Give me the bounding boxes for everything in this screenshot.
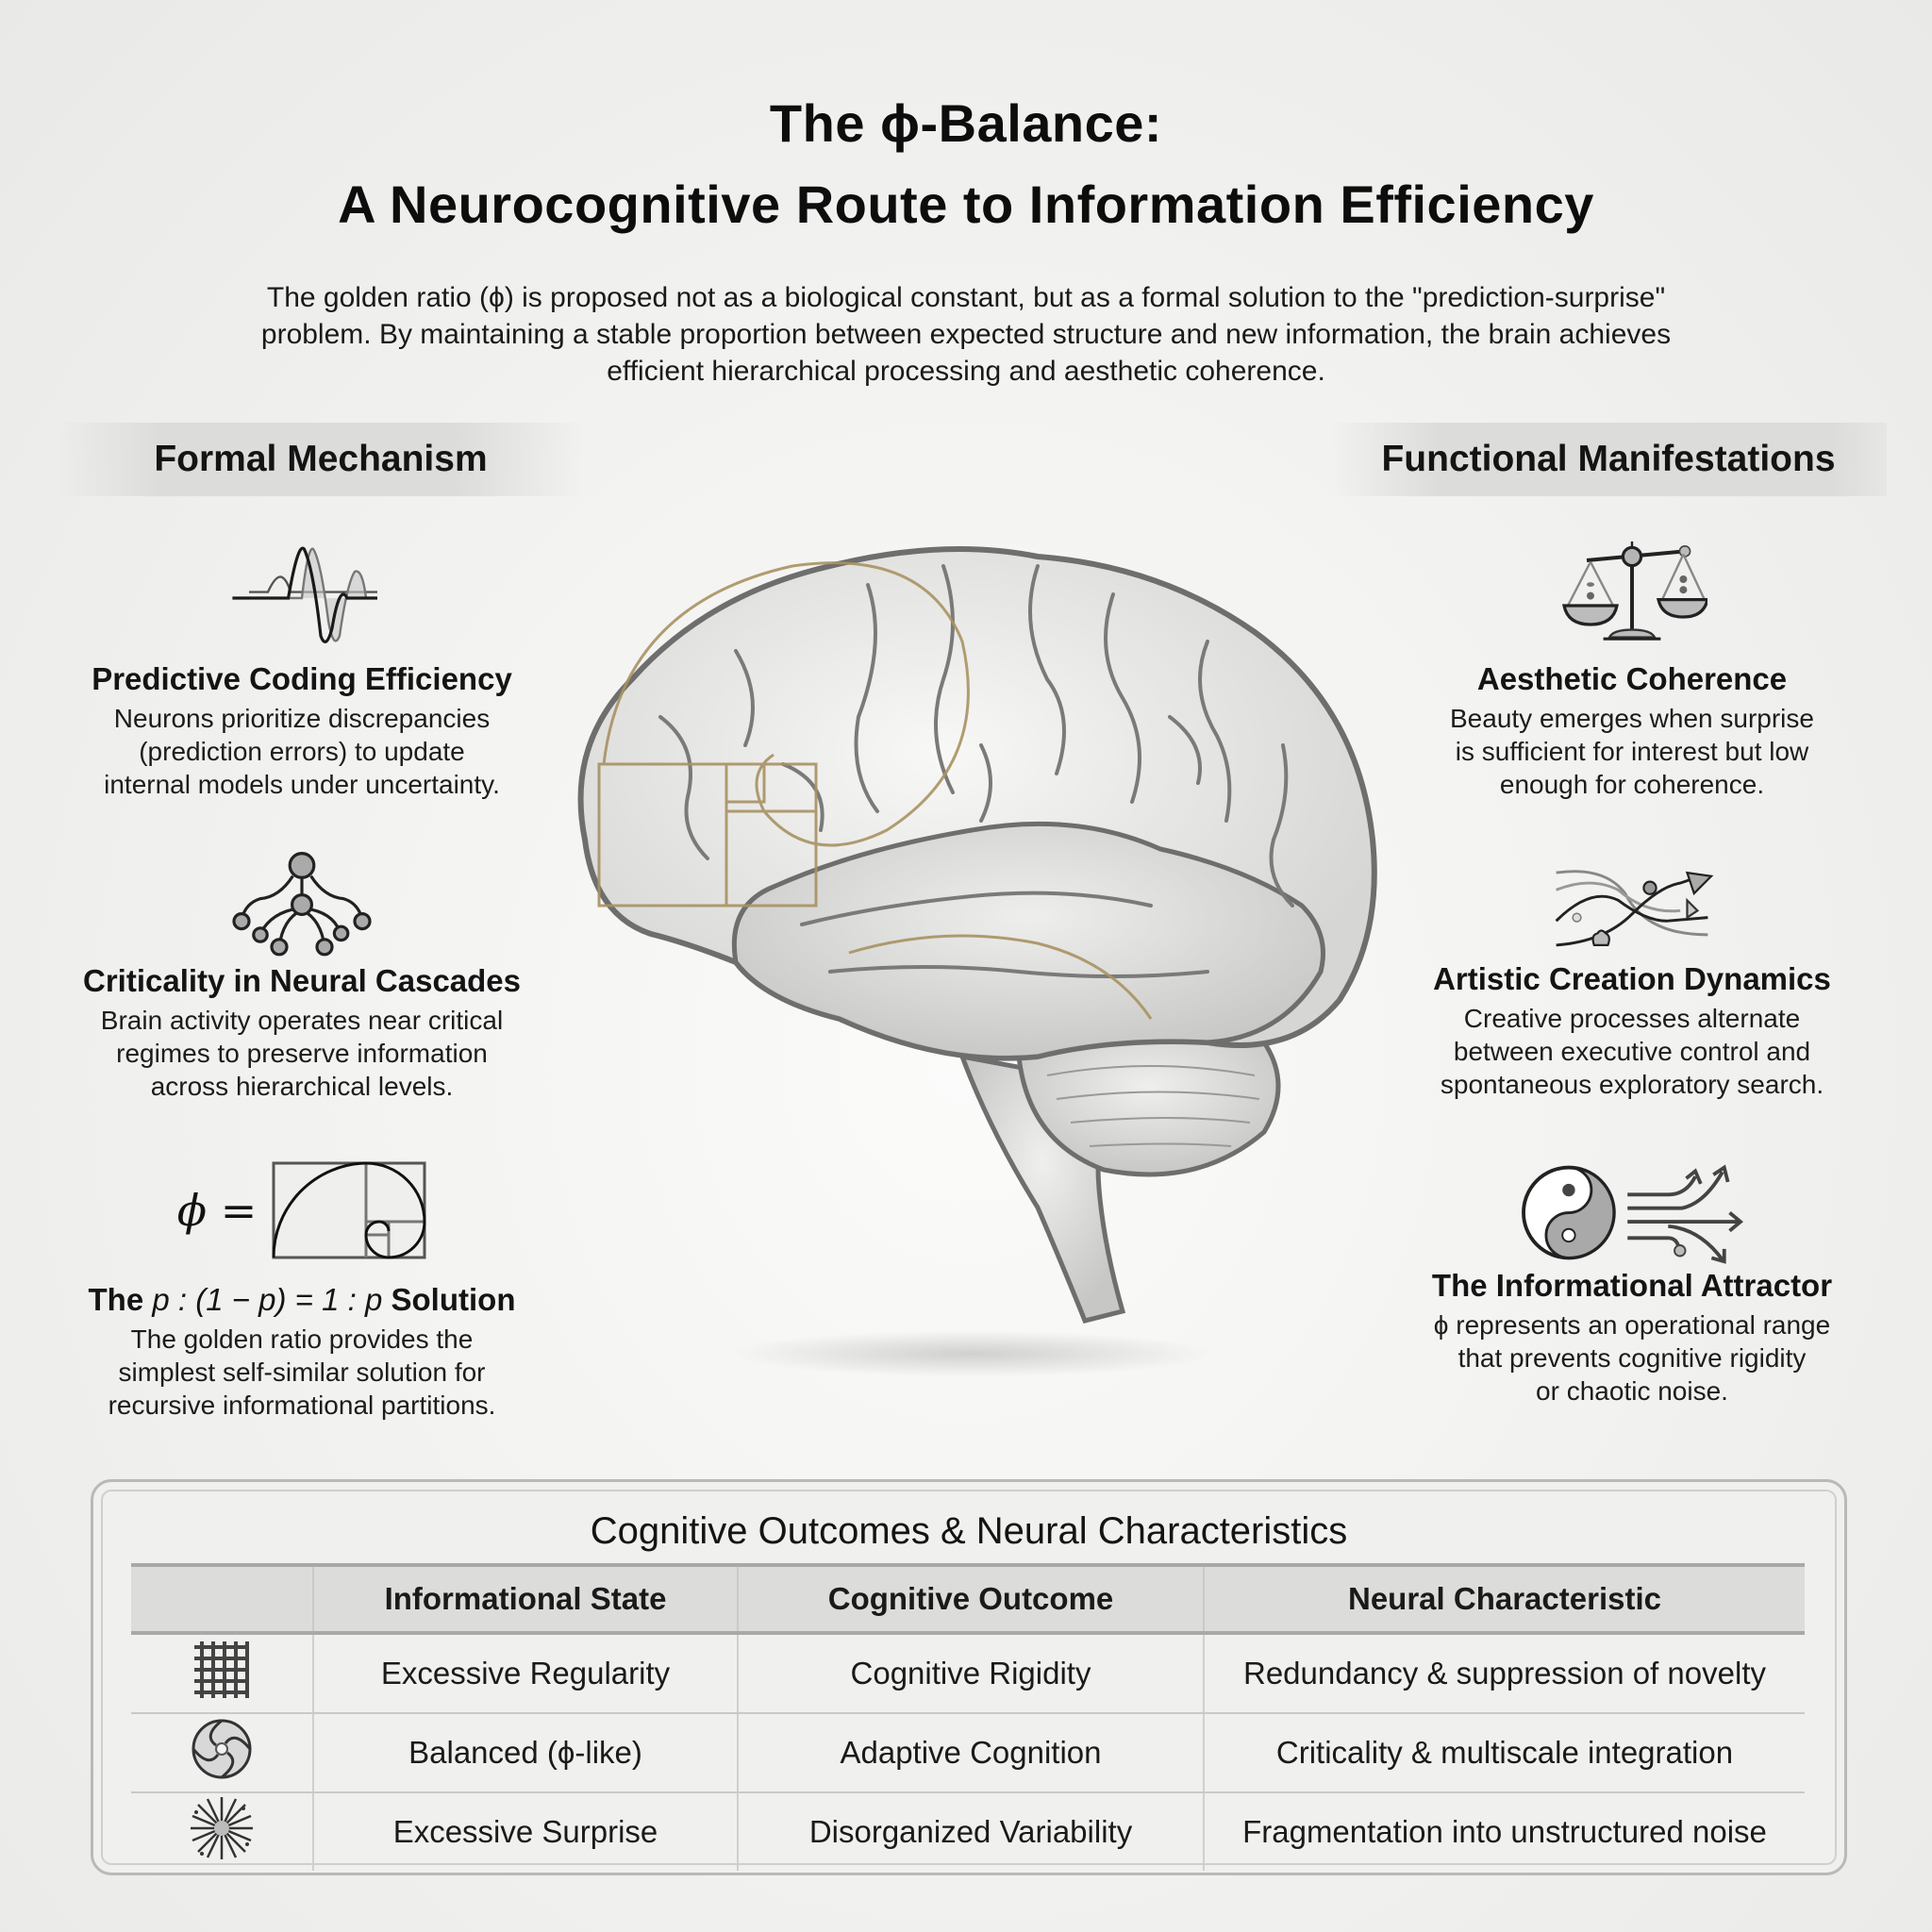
intro-line: The golden ratio (ϕ) is proposed not as … [266,282,1666,313]
feature-description: Brain activity operates near critical re… [100,1006,504,1101]
informational-state-cell: Excessive Surprise [312,1792,738,1871]
cognitive-outcome-cell: Adaptive Cognition [737,1713,1204,1793]
page-title: The ϕ-Balance: A Neurocognitive Route to… [0,83,1932,245]
title-line-1: The ϕ-Balance: [769,93,1163,153]
column-header-cognitive-outcome: Cognitive Outcome [737,1563,1204,1635]
cascade-tree-icon [232,852,372,957]
cognitive-outcome-cell: Cognitive Rigidity [737,1633,1204,1714]
feature-informational-attractor: The Informational Attractor ϕ represents… [1387,1158,1877,1407]
title-line-2: A Neurocognitive Route to Information Ef… [338,175,1594,234]
formula: p : (1 − p) = 1 : p [152,1282,383,1317]
table-row: Excessive Surprise Disorganized Variabil… [131,1792,1805,1871]
formal-mechanism-heading: Formal Mechanism [57,423,585,496]
intro-line: problem. By maintaining a stable proport… [260,319,1672,350]
waveform-icon [232,546,377,643]
feature-title: Predictive Coding Efficiency [92,661,512,696]
burst-icon [191,1797,253,1859]
table-row: Excessive Regularity Cognitive Rigidity … [131,1633,1805,1714]
neural-characteristic-cell: Criticality & multiscale integration [1203,1713,1805,1793]
functional-manifestations-heading: Functional Manifestations [1330,423,1887,496]
column-header-informational-state: Informational State [312,1563,738,1635]
outcomes-table-title: Cognitive Outcomes & Neural Characterist… [590,1510,1348,1552]
informational-state-cell: Balanced (ϕ-like) [312,1713,738,1793]
icon-column-header [131,1563,313,1635]
feature-description: ϕ represents an operational range that p… [1433,1310,1831,1406]
feature-description: Neurons prioritize discrepancies (predic… [104,704,500,799]
brain-shadow [726,1330,1217,1377]
balance-scale-icon [1562,541,1707,641]
feature-title: The Informational Attractor [1431,1268,1833,1303]
column-header-neural-characteristic: Neural Characteristic [1203,1563,1805,1635]
feature-description: Beauty emerges when surprise is sufficie… [1450,704,1814,799]
table-header-row: Informational State Cognitive Outcome Ne… [131,1563,1805,1635]
feature-artistic-creation: Artistic Creation Dynamics Creative proc… [1387,847,1877,1101]
flowing-waves-icon [1555,870,1714,947]
feature-title: The p : (1 − p) = 1 : p Solution [88,1282,516,1317]
swirl-icon [192,1719,252,1779]
feature-criticality: Criticality in Neural Cascades Brain act… [57,840,547,1103]
feature-description: Creative processes alternate between exe… [1440,1004,1824,1099]
row-icon-cell [131,1792,313,1871]
neural-characteristic-cell: Fragmentation into unstructured noise [1203,1792,1805,1871]
intro-line: efficient hierarchical processing and ae… [607,356,1325,387]
phi-equation: ϕ = [57,1158,547,1262]
outcomes-panel: Cognitive Outcomes & Neural Characterist… [91,1479,1847,1875]
feature-title: Criticality in Neural Cascades [82,963,522,998]
outcomes-table: Informational State Cognitive Outcome Ne… [131,1563,1805,1871]
feature-predictive-coding: Predictive Coding Efficiency Neurons pri… [57,528,547,801]
feature-aesthetic-coherence: Aesthetic Coherence Beauty emerges when … [1387,528,1877,801]
informational-state-cell: Excessive Regularity [312,1633,738,1714]
feature-title: Aesthetic Coherence [1476,661,1788,696]
intro-paragraph: The golden ratio (ϕ) is proposed not as … [189,279,1743,390]
neural-characteristic-cell: Redundancy & suppression of novelty [1203,1633,1805,1714]
yin-yang-arrows-icon [1522,1164,1743,1264]
feature-golden-solution: ϕ = The p : (1 − p) = 1 : p Solution The… [57,1158,547,1422]
phi-equals-label: ϕ = [176,1185,258,1236]
grid-icon [194,1641,249,1698]
brain-illustration [577,546,1377,1324]
feature-title: Artistic Creation Dynamics [1433,961,1831,996]
cognitive-outcome-cell: Disorganized Variability [737,1792,1204,1871]
row-icon-cell [131,1713,313,1793]
feature-description: The golden ratio provides the simplest s… [108,1324,496,1420]
table-row: Balanced (ϕ-like) Adaptive Cognition Cri… [131,1713,1805,1793]
golden-spiral-icon [272,1161,426,1259]
row-icon-cell [131,1633,313,1714]
